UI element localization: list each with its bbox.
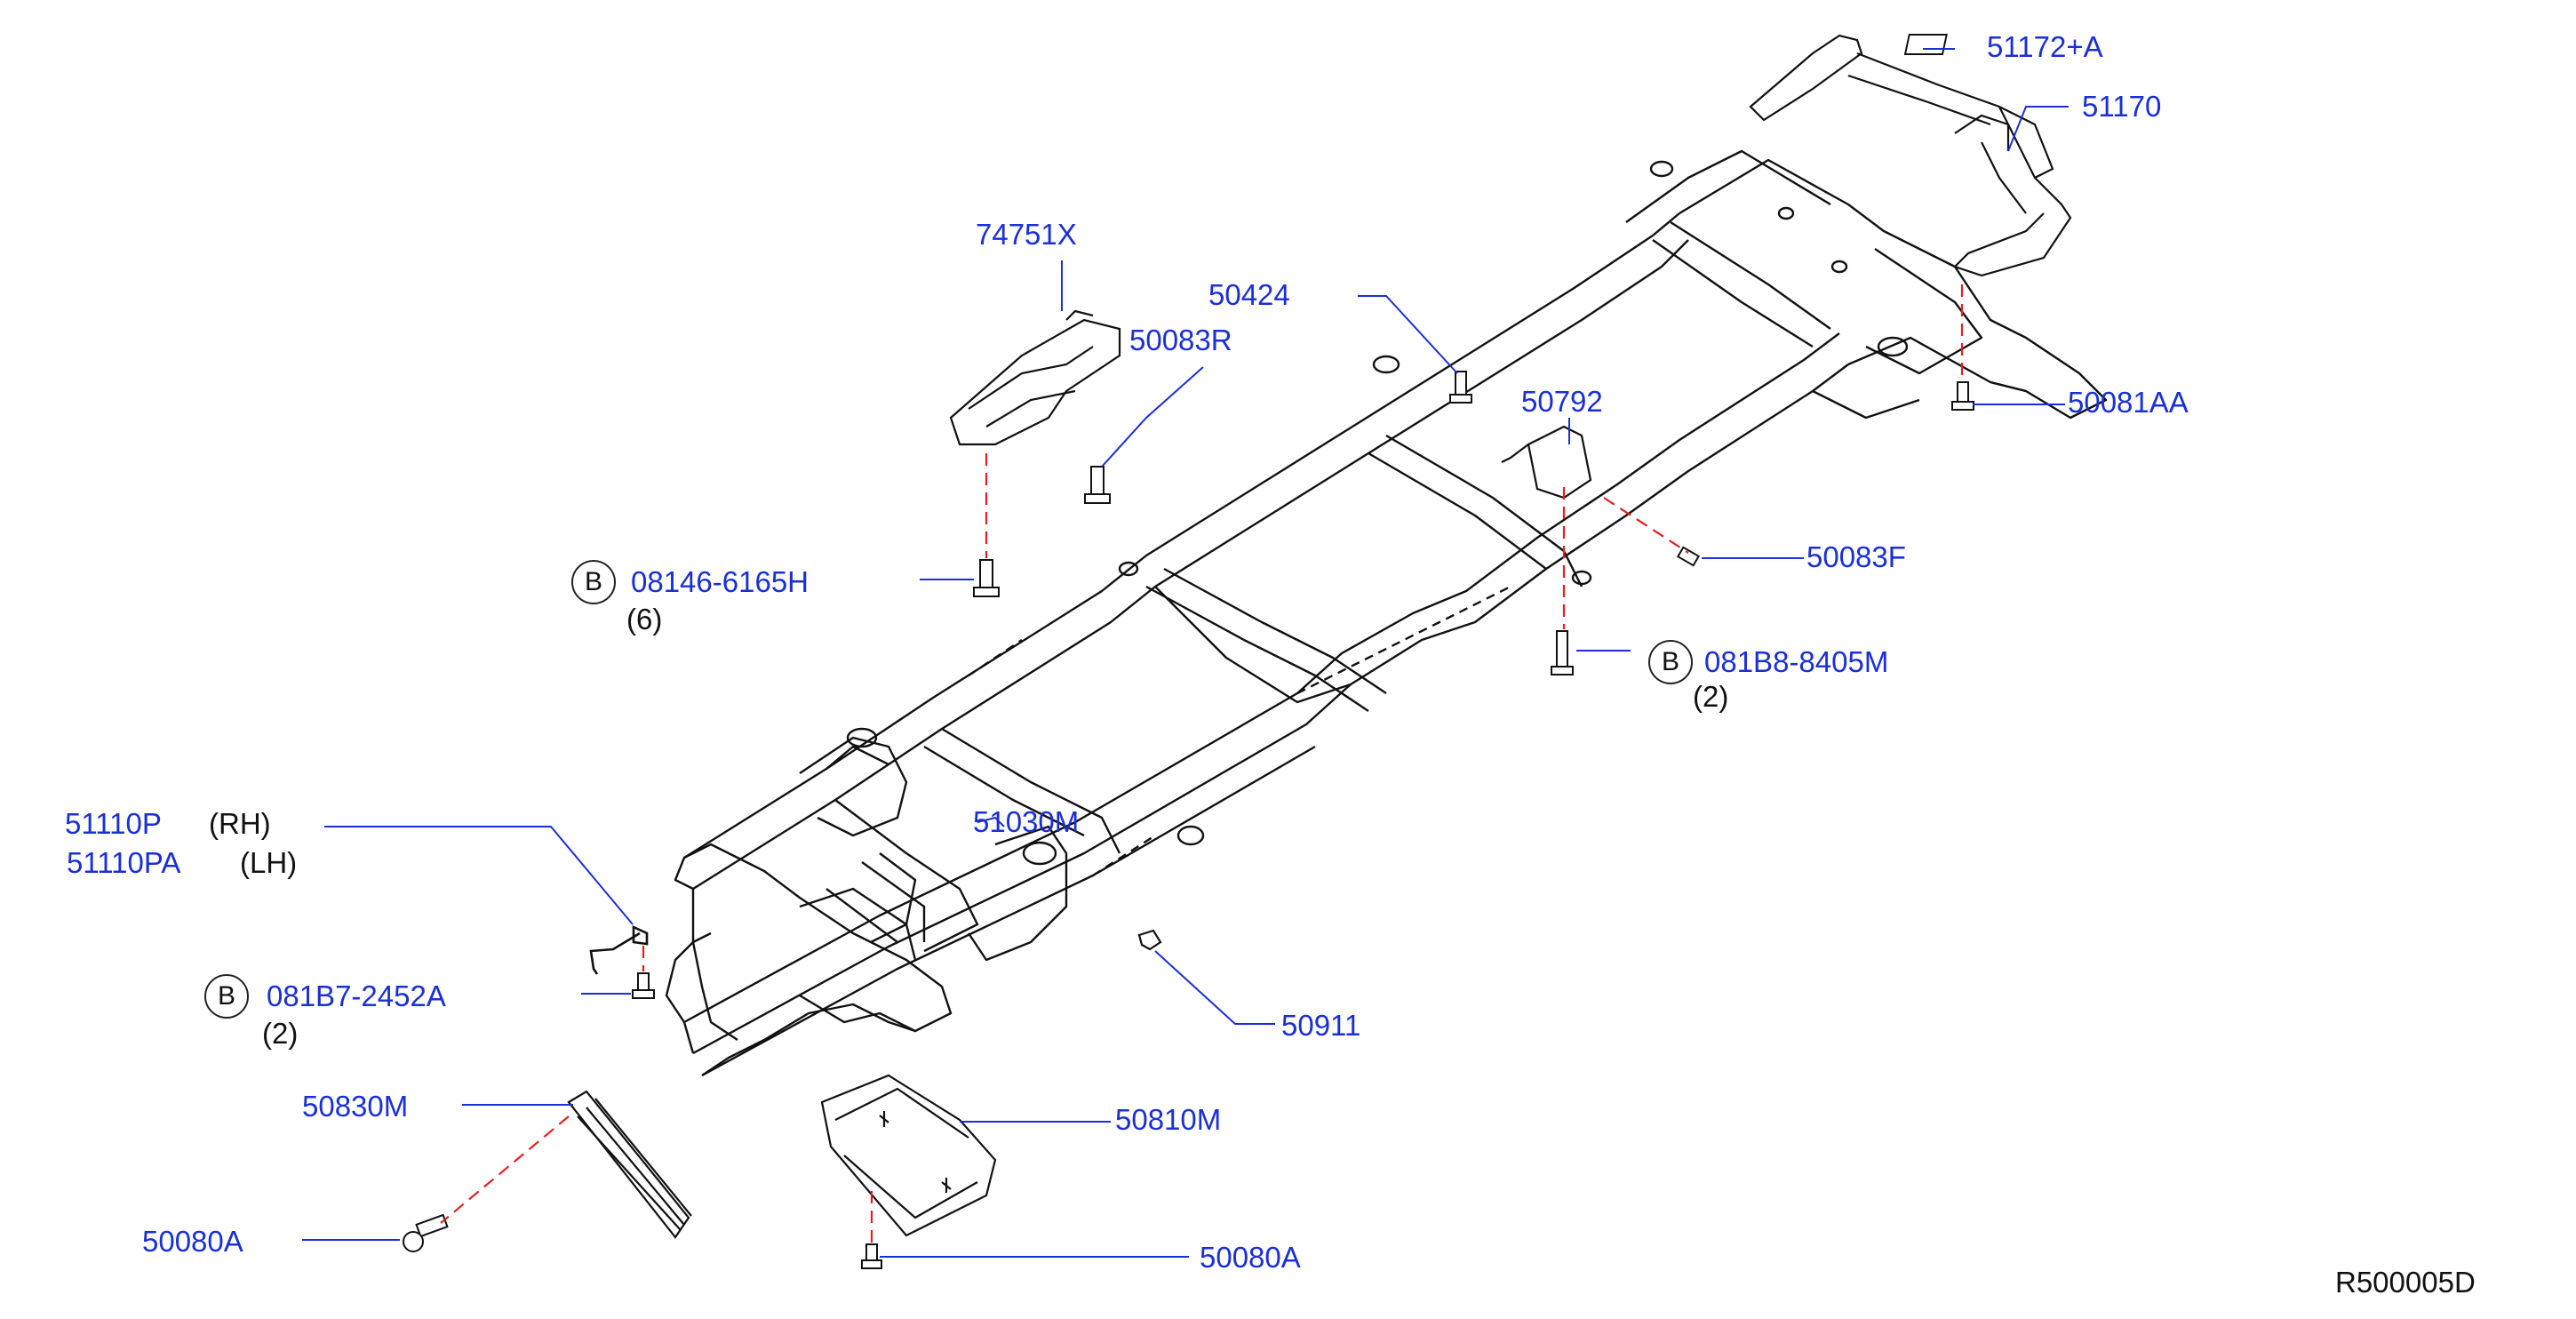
part-081B7-2452A-label[interactable]: 081B7-2452A	[267, 979, 446, 1012]
figure-code: R500005D	[2335, 1266, 2476, 1299]
part-51110P-label[interactable]: 51110P	[65, 807, 162, 840]
bolt-50424	[1449, 371, 1472, 404]
part-51110PA-side: (LH)	[240, 846, 298, 879]
frame-rear-section	[1625, 149, 2108, 420]
cover-50830M-drawing	[567, 1090, 692, 1239]
frame-left-rail	[683, 332, 1849, 1077]
part-50810M-label[interactable]: 50810M	[1115, 1103, 1222, 1136]
label-plate-51172A	[1903, 34, 1948, 55]
part-50081AA-label[interactable]: 50081AA	[2068, 386, 2189, 419]
clip-50911-drawing	[1137, 929, 1162, 951]
part-51170-label[interactable]: 51170	[2082, 90, 2162, 123]
part-50083R-label[interactable]: 50083R	[1129, 324, 1232, 356]
bolt-50080A-left	[403, 1213, 449, 1252]
part-08146-6165H-label[interactable]: 08146-6165H	[631, 565, 809, 598]
bolt-081B8-8405M	[1551, 630, 1574, 675]
bolt-callout-081B8: B	[1648, 640, 1693, 684]
part-50080A-left-label[interactable]: 50080A	[142, 1225, 243, 1258]
bolt-50083R	[1084, 466, 1111, 504]
fasteners	[403, 371, 1974, 1269]
frame-hidden-edges	[968, 585, 1511, 877]
part-50424-label[interactable]: 50424	[1208, 278, 1290, 311]
part-74751X-label[interactable]: 74751X	[976, 218, 1077, 251]
hitch-assembly-drawing	[1749, 34, 2072, 277]
part-51030M-label[interactable]: 51030M	[973, 805, 1080, 838]
part-081B8-8405M-label[interactable]: 081B8-8405M	[1704, 645, 1889, 678]
part-50083F-label[interactable]: 50083F	[1806, 540, 1906, 573]
bolt-callout-08146: B	[571, 560, 616, 604]
bolt-50080A-right	[861, 1243, 882, 1269]
part-51110PA-label[interactable]: 51110PA	[67, 846, 181, 879]
bolt-50083F	[1676, 546, 1701, 567]
bolt-callout-081B7: B	[204, 974, 249, 1019]
part-081B8-qty: (2)	[1693, 680, 1729, 713]
bolt-081B7-2452A	[632, 972, 655, 999]
part-081B7-qty: (2)	[262, 1017, 299, 1050]
frame-cross-members	[825, 434, 1583, 953]
assembly-lines	[440, 284, 1964, 1243]
part-50830M-label[interactable]: 50830M	[302, 1090, 409, 1123]
part-51110P-side: (RH)	[209, 807, 271, 840]
bracket-50792-drawing	[1501, 425, 1592, 500]
bolt-08146-6165H	[973, 559, 1000, 597]
part-08146-qty: (6)	[626, 603, 663, 636]
bolt-50081AA	[1951, 381, 1974, 411]
frame-right-rail	[683, 212, 1689, 891]
skid-plate-50810M-drawing	[820, 1074, 997, 1237]
frame-mount-holes	[846, 160, 1909, 866]
heat-shield-drawing	[949, 309, 1121, 446]
hook-51110P-drawing	[589, 924, 649, 975]
part-50080A-right-label[interactable]: 50080A	[1200, 1241, 1301, 1274]
part-50911-label[interactable]: 50911	[1281, 1009, 1361, 1042]
part-50792-label[interactable]: 50792	[1521, 385, 1603, 418]
frame-front-section	[665, 736, 1068, 1076]
leader-lines	[302, 48, 2069, 1258]
part-51172A-label[interactable]: 51172+A	[1987, 30, 2103, 63]
